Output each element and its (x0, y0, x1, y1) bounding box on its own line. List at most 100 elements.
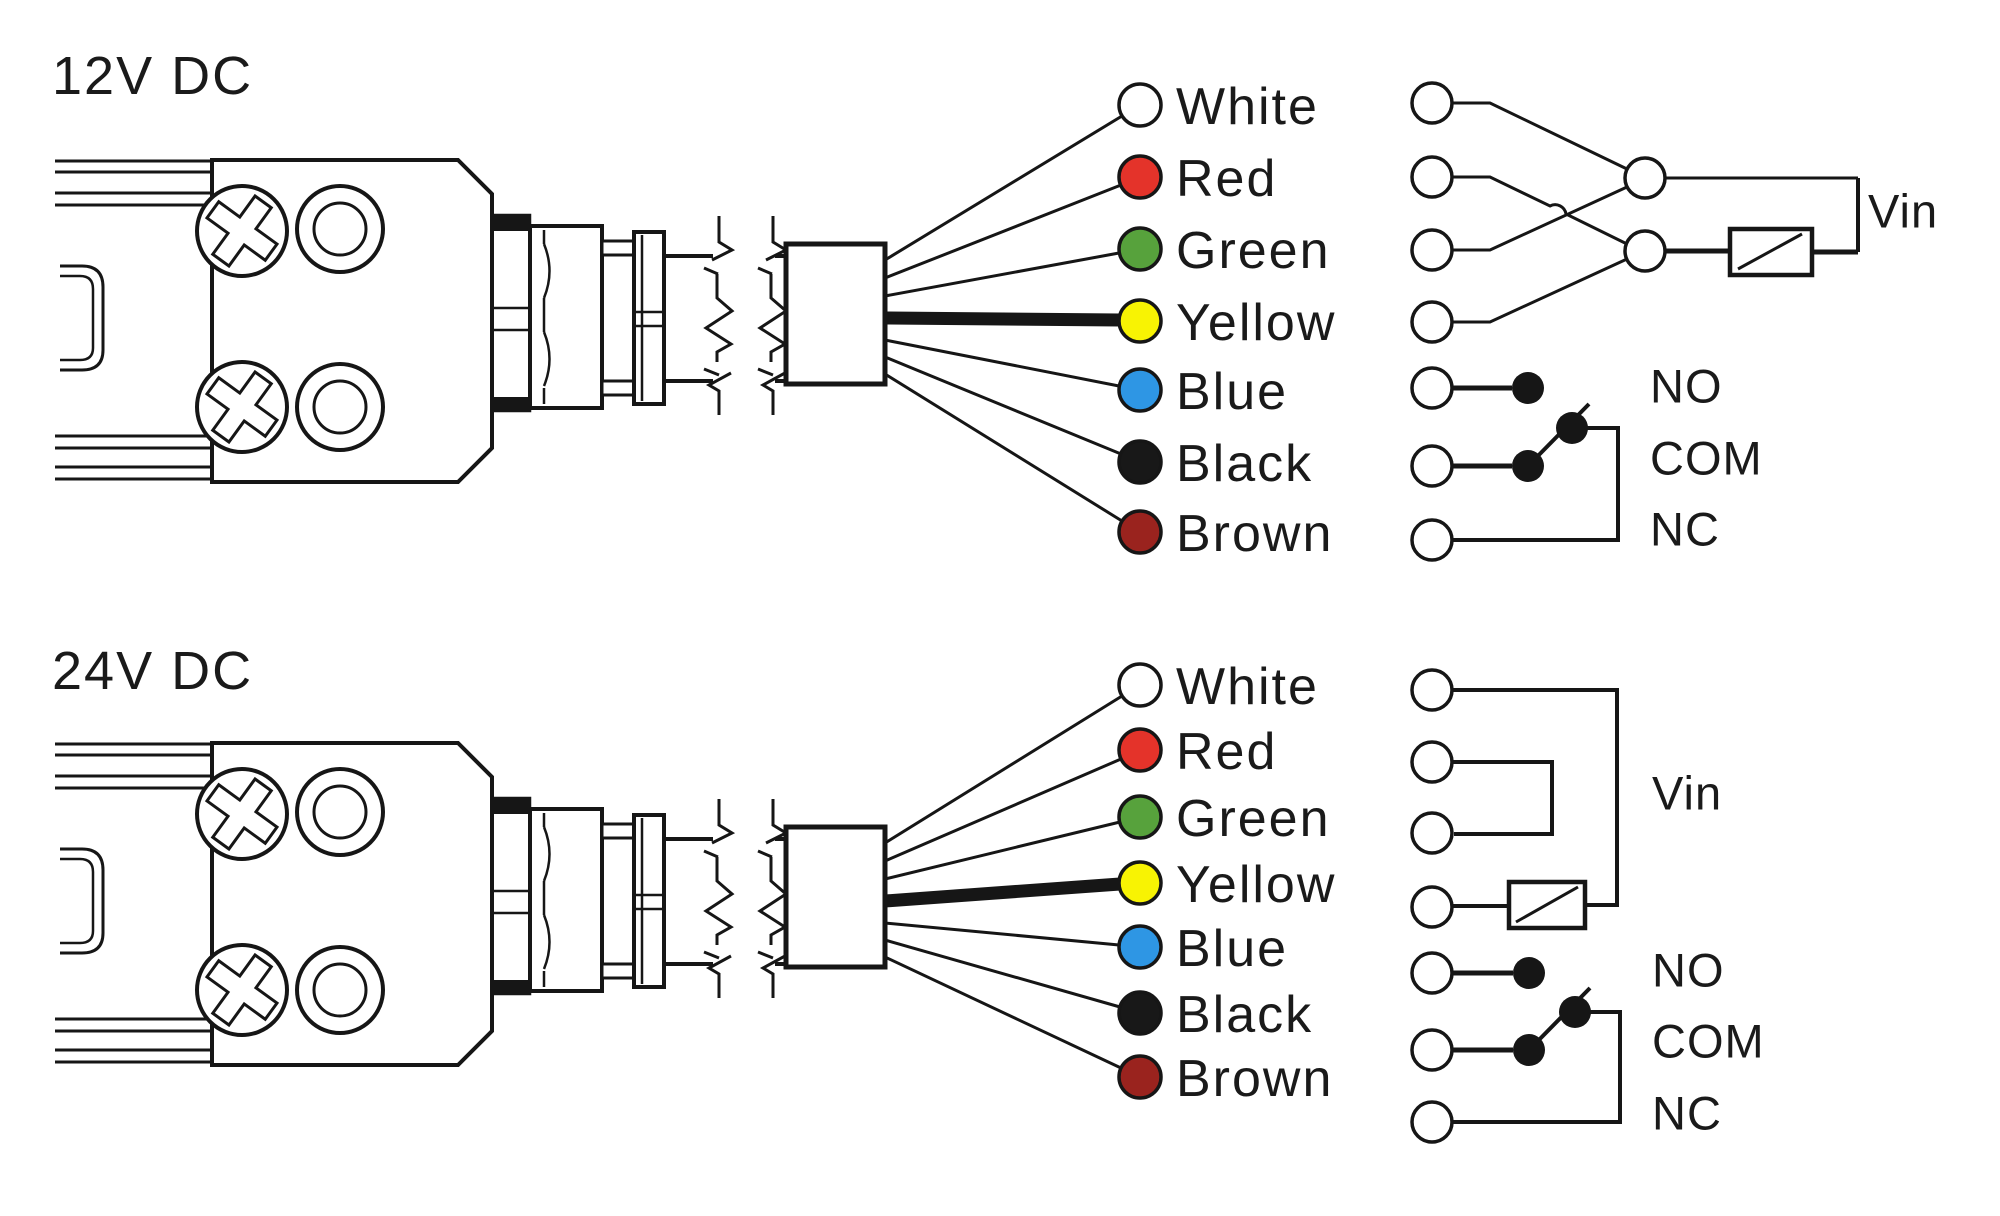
no-label: NO (1652, 944, 1725, 997)
wire-terminal (1117, 82, 1163, 128)
wire-terminal (1117, 509, 1163, 555)
terminal-blue (1410, 951, 1454, 995)
wire-terminal (1117, 662, 1163, 708)
junction-node-top (1623, 156, 1667, 200)
wire-fanout-12v: White Red Green Yellow Blue (884, 78, 1336, 563)
nc-wire (1453, 426, 1620, 542)
terminal-brown (1410, 1100, 1454, 1144)
wire-yellow-12v: Yellow (884, 294, 1336, 352)
relay-circuit-24v: NO COM NC (1410, 944, 1765, 1144)
section-24v: 24V DC White Red Green Yellow (52, 641, 1765, 1144)
wire-terminal (1117, 367, 1163, 413)
nc-contact-dot (1556, 412, 1588, 444)
wire-blue-24v: Blue (884, 920, 1288, 978)
wire-fanout-24v: White Red Green Yellow Blue (884, 658, 1336, 1108)
wire-white-to-node (1453, 101, 1628, 171)
wire-brown-12v: Brown (884, 372, 1333, 563)
device-24v (55, 743, 885, 1065)
wire-label: Black (1176, 435, 1313, 493)
wire-label: Green (1176, 222, 1331, 280)
wire-red-24v: Red (884, 723, 1277, 863)
device-12v (55, 160, 885, 482)
terminal-red (1410, 740, 1454, 784)
wire-terminal (1117, 298, 1163, 344)
wire-terminal (1117, 154, 1163, 200)
wire-terminal (1117, 226, 1163, 272)
wire-green-24v: Green (884, 790, 1331, 881)
wire-label: Yellow (1176, 856, 1336, 914)
terminal-green (1410, 811, 1454, 855)
junction-node-bottom (1623, 229, 1667, 273)
wire-line (884, 183, 1122, 280)
wire-white-12v: White (884, 78, 1319, 262)
terminal-brown (1410, 518, 1454, 562)
wire-line (884, 372, 1123, 523)
wire-line (884, 338, 1120, 388)
wire-line (884, 877, 1121, 908)
wire-label: Brown (1176, 1050, 1333, 1108)
wire-label: White (1176, 78, 1319, 136)
wire-white-24v: White (884, 658, 1319, 845)
wire-line (884, 311, 1121, 327)
power-circuit-12v: Vin (1410, 81, 1937, 344)
wire-black-24v: Black (884, 938, 1313, 1044)
terminal-blue (1410, 366, 1454, 410)
section-title-24v: 24V DC (52, 641, 253, 701)
wire-line (884, 955, 1122, 1070)
wire-terminal (1117, 924, 1163, 970)
nc-wire (1453, 1010, 1622, 1124)
wire-label: White (1176, 658, 1319, 716)
wire-terminal (1117, 860, 1163, 906)
wire-label: Brown (1176, 505, 1333, 563)
terminal-white (1410, 81, 1454, 125)
wire-white-loop (1453, 688, 1619, 907)
nc-label: NC (1650, 503, 1720, 556)
wire-green-to-node (1453, 185, 1628, 252)
wire-red-green-jumper (1453, 760, 1554, 836)
wire-green-12v: Green (884, 222, 1331, 298)
wire-line (884, 921, 1120, 947)
nc-label: NC (1652, 1087, 1722, 1140)
relay-circuit-12v: NO COM NC (1410, 360, 1763, 562)
terminal-red (1410, 155, 1454, 199)
wire-red-12v: Red (884, 150, 1277, 280)
wire-line (884, 355, 1122, 456)
terminal-yellow (1410, 300, 1454, 344)
wire-brown-24v: Brown (884, 955, 1333, 1108)
terminal-yellow (1410, 885, 1454, 929)
wire-line (884, 757, 1122, 863)
wire-label: Green (1176, 790, 1331, 848)
wire-line (884, 114, 1123, 262)
terminal-black (1410, 1028, 1454, 1072)
wire-red-to-node-with-hop (1453, 175, 1628, 246)
vin-label: Vin (1652, 767, 1722, 820)
section-title-12v: 12V DC (52, 46, 253, 106)
wire-terminal (1117, 439, 1163, 485)
wire-yellow-24v: Yellow (884, 856, 1336, 914)
no-label: NO (1650, 360, 1723, 413)
terminal-white (1410, 668, 1454, 712)
wire-label: Black (1176, 986, 1313, 1044)
wire-label: Blue (1176, 363, 1288, 421)
no-contact-dot (1512, 372, 1544, 404)
wire-label: Red (1176, 723, 1277, 781)
wire-terminal (1117, 990, 1163, 1036)
wire-blue-12v: Blue (884, 338, 1288, 421)
wire-yellow-to-node (1453, 257, 1628, 324)
nc-contact-dot (1559, 996, 1591, 1028)
wire-line (884, 251, 1120, 298)
wire-label: Red (1176, 150, 1277, 208)
protection-element (1727, 226, 1815, 278)
wire-terminal (1117, 727, 1163, 773)
wire-label: Yellow (1176, 294, 1336, 352)
com-label: COM (1650, 432, 1763, 485)
wire-label: Blue (1176, 920, 1288, 978)
terminal-black (1410, 444, 1454, 488)
protection-element (1506, 879, 1588, 931)
wire-line (884, 820, 1121, 881)
com-label: COM (1652, 1015, 1765, 1068)
wire-black-12v: Black (884, 355, 1313, 493)
wire-terminal (1117, 794, 1163, 840)
